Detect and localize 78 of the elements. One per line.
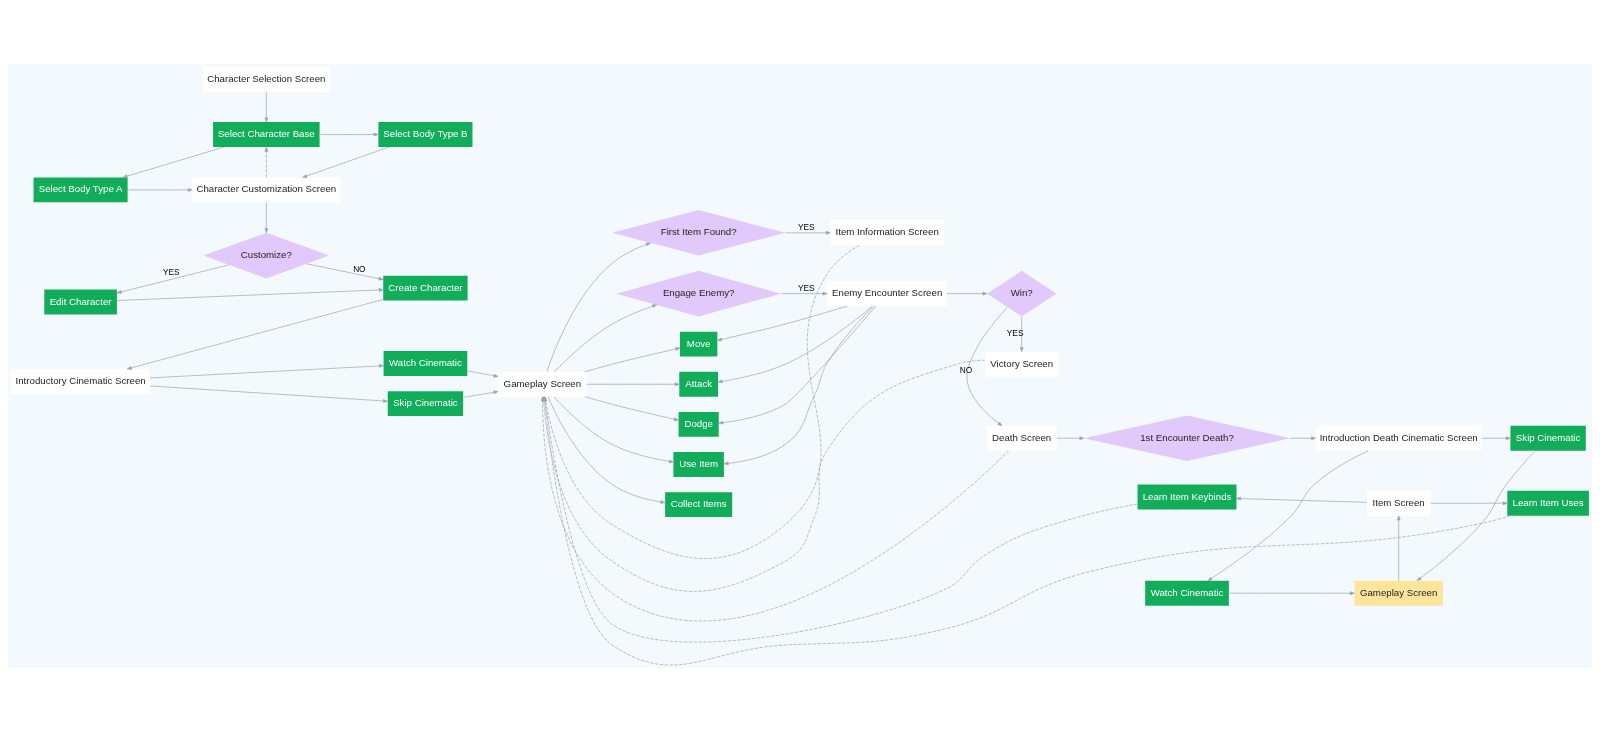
arrow [149,385,388,403]
arrow [1207,449,1369,581]
node-box: Learn Item Uses [1507,490,1589,516]
arrow [1236,496,1368,503]
arrow [780,291,828,295]
arrow [127,187,193,192]
node-box: Death Screen [986,425,1057,451]
edge-label: YES [797,282,815,293]
arrow [1056,435,1085,440]
arrow [1416,449,1536,581]
arrow [1019,315,1024,352]
arrow [116,264,230,294]
arrow [946,291,988,295]
arrow [264,201,269,233]
node-box: Item Information Screen [830,219,944,245]
node-box: Introduction Death Cinematic Screen [1315,425,1482,451]
arrow [1396,515,1401,581]
node-box: Watch Cinematic [383,350,468,376]
arrow [553,396,674,463]
node-box: Collect Items [665,491,733,517]
node-diamond: First Item Found? [612,209,786,256]
node-box: Introductory Cinematic Screen [11,368,151,394]
arrow [547,396,666,504]
arrow [586,381,680,386]
arrow [462,390,499,398]
node-diamond: Customize? [203,232,330,278]
node-box: Gameplay Screen [1354,580,1443,606]
arrow [149,363,384,378]
arrow [718,305,876,424]
edge-label: YES [162,266,180,277]
arrow [554,303,657,372]
arrow [584,346,681,372]
node-box: Item Screen [1366,490,1431,516]
edge-label: NO [959,364,973,375]
node-box: Skip Cinematic [1510,425,1586,451]
arrow [1228,590,1355,595]
arrow [1481,435,1511,440]
node-box: Character Customization Screen [192,176,341,202]
node-box: Edit Character [44,289,117,314]
arrow [306,262,384,280]
edge-label: NO [353,263,366,274]
node-box: Learn Item Keybinds [1137,484,1237,509]
node-box: Select Body Type A [33,176,128,202]
arrow [126,298,384,370]
arrow [584,395,679,421]
node-box: Create Character [383,275,468,301]
arrow [717,305,873,383]
arrow [723,305,874,465]
node-box: Enemy Encounter Screen [827,280,947,306]
node-box: Attack [679,371,719,397]
arrow [264,91,269,122]
node-diamond: 1st Encounter Death? [1083,414,1291,461]
arrow [546,242,651,372]
node-diamond: Engage Enemy? [616,270,781,316]
arrow [122,146,225,178]
arrow [1430,500,1508,505]
arrow [319,132,379,136]
node-box: Dodge [678,411,719,437]
edge-label: YES [1006,327,1024,338]
edge-label: YES [797,221,815,232]
node-box: Use Item [673,451,724,477]
node-box: Gameplay Screen [498,371,587,397]
node-diamond: Win? [987,270,1057,316]
arrow [966,306,1008,426]
arrow [784,230,831,235]
arrow [302,146,390,178]
node-box: Victory Screen [985,351,1059,377]
node-box: Watch Cinematic [1145,580,1229,606]
node-box: Select Body Type B [378,121,473,147]
arrow [717,305,848,341]
node-box: Move [680,331,718,357]
arrow [1290,435,1316,440]
node-box: Select Character Base [213,121,320,147]
arrow [116,287,384,301]
arrow [264,146,269,178]
node-box: Character Selection Screen [202,66,330,92]
arrow [467,370,499,377]
node-box: Skip Cinematic [387,390,464,416]
